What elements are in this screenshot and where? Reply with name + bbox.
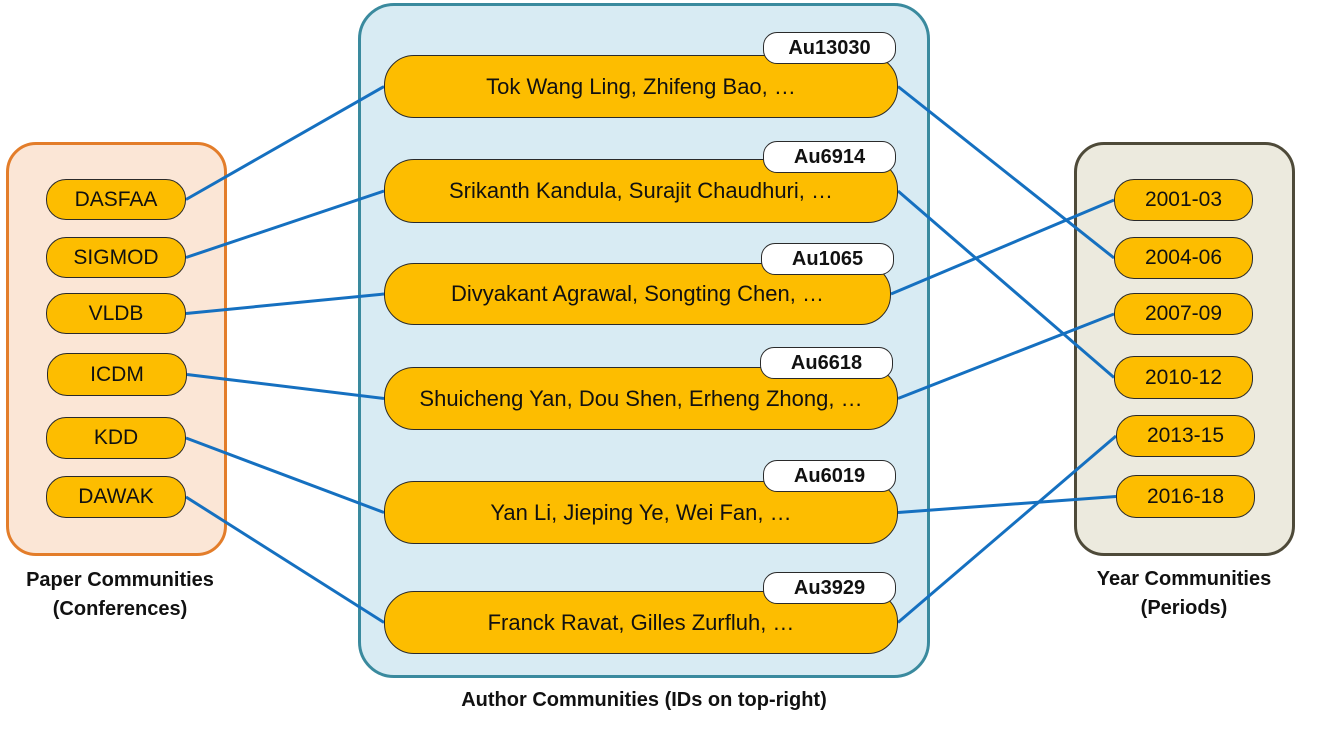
link-paper-author	[185, 292, 385, 315]
link-author-year	[897, 312, 1115, 400]
link-paper-author	[185, 189, 385, 259]
paper-node-dawak: DAWAK	[46, 476, 186, 518]
link-author-year	[897, 85, 1115, 260]
author-id-badge: Au13030	[763, 32, 896, 64]
author-id-badge: Au6914	[763, 141, 896, 173]
link-author-year	[897, 189, 1115, 379]
year-node-2013-15: 2013-15	[1116, 415, 1255, 457]
author-id-badge: Au6618	[760, 347, 893, 379]
link-paper-author	[185, 436, 385, 514]
link-paper-author	[185, 495, 385, 624]
paper-caption-line2: (Conferences)	[52, 598, 188, 620]
link-author-year	[897, 495, 1117, 514]
paper-communities-caption: Paper Communities (Conferences)	[6, 566, 234, 624]
paper-node-vldb: VLDB	[46, 293, 186, 334]
year-node-2007-09: 2007-09	[1114, 293, 1253, 335]
year-caption-line2: (Periods)	[1140, 597, 1228, 619]
year-node-2016-18: 2016-18	[1116, 475, 1255, 518]
paper-node-icdm: ICDM	[47, 353, 187, 396]
author-id-badge: Au3929	[763, 572, 896, 604]
year-caption-line1: Year Communities	[1096, 568, 1272, 590]
link-author-year	[890, 198, 1115, 296]
author-id-badge: Au6019	[763, 460, 896, 492]
link-paper-author	[185, 85, 385, 201]
year-node-2010-12: 2010-12	[1114, 356, 1253, 399]
paper-node-dasfaa: DASFAA	[46, 179, 186, 220]
year-communities-caption: Year Communities (Periods)	[1068, 565, 1300, 623]
author-node-au13030: Tok Wang Ling, Zhifeng Bao, …	[384, 55, 898, 118]
author-id-badge: Au1065	[761, 243, 894, 275]
year-node-2001-03: 2001-03	[1114, 179, 1253, 221]
year-node-2004-06: 2004-06	[1114, 237, 1253, 279]
link-paper-author	[186, 373, 385, 400]
paper-node-kdd: KDD	[46, 417, 186, 459]
paper-caption-line1: Paper Communities	[26, 569, 214, 591]
link-author-year	[897, 434, 1117, 624]
paper-node-sigmod: SIGMOD	[46, 237, 186, 278]
author-communities-caption: Author Communities (IDs on top-right)	[461, 689, 827, 711]
